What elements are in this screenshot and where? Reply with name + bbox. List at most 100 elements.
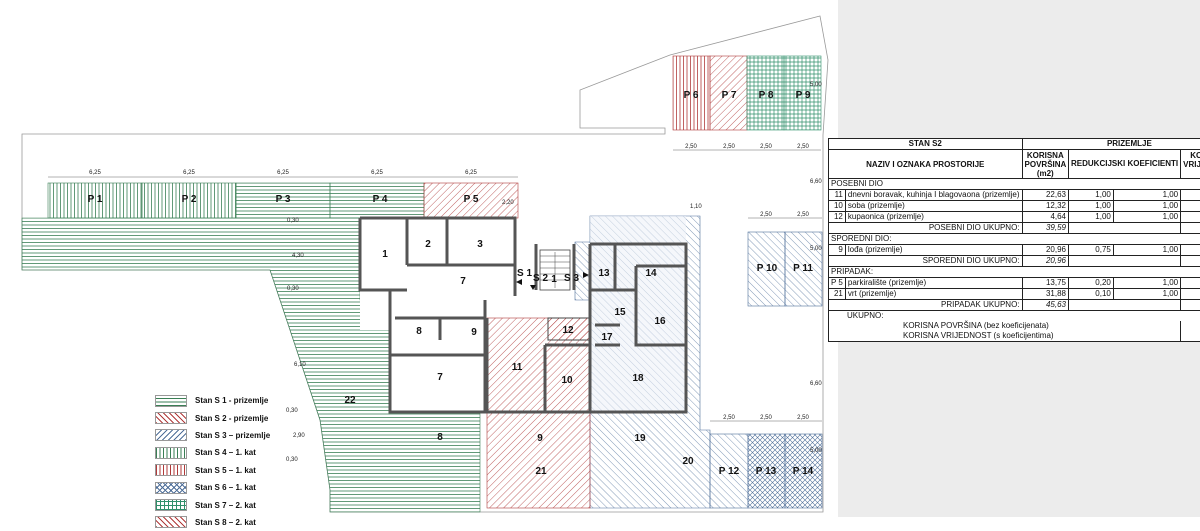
- dim-label: 5,00: [810, 82, 822, 88]
- table-cell: 11: [829, 190, 846, 201]
- section-total-label: POSEBNI DIO UKUPNO:: [829, 223, 1023, 234]
- legend-item: Stan S 7 – 2. kat: [155, 496, 305, 513]
- col-area-header: KORISNA POVRŠINA (m2): [1022, 150, 1068, 179]
- table-cell: 1,00: [1113, 212, 1180, 223]
- dim-label: 6,25: [465, 170, 477, 176]
- section-total-value: 39,59: [1181, 223, 1200, 234]
- section-title: PRIPADAK:: [829, 267, 1200, 278]
- table-cell: vrt (prizemlje): [845, 289, 1022, 300]
- total-area-label: KORISNA POVRŠINA (bez koeficijenata): [829, 321, 1181, 331]
- room-label: 9: [537, 433, 543, 444]
- table-cell: 31,88: [1022, 289, 1068, 300]
- legend-swatch: [155, 516, 187, 528]
- table-cell: [1069, 223, 1181, 234]
- table-cell: 9: [829, 245, 846, 256]
- dim-label: 2,20: [502, 200, 514, 206]
- table-cell: 0,20: [1069, 278, 1114, 289]
- legend-swatch: [155, 412, 187, 424]
- floor-plan: 6,25 6,25 6,25 6,25 6,25 2,50 2,50 2,50 …: [0, 0, 840, 517]
- room-label: 15: [614, 307, 626, 318]
- legend-item: Stan S 4 – 1. kat: [155, 444, 305, 461]
- table-cell: 22,63: [1022, 190, 1068, 201]
- legend-swatch: [155, 429, 187, 441]
- table-cell: 22,63: [1181, 190, 1200, 201]
- legend-label: Stan S 3 – prizemlje: [195, 431, 270, 440]
- total-row: UKUPNO:: [829, 311, 1200, 322]
- dim-label: 2,50: [797, 415, 809, 421]
- parking-label: P 11: [793, 263, 813, 274]
- table-cell: 10: [829, 201, 846, 212]
- table-cell: 12,32: [1181, 201, 1200, 212]
- legend-label: Stan S 4 – 1. kat: [195, 448, 256, 457]
- table-cell: 1,00: [1069, 190, 1114, 201]
- dim-label: 5,00: [810, 448, 822, 454]
- dim-label: 4,30: [292, 253, 304, 259]
- legend-item: Stan S 2 - prizemlje: [155, 409, 305, 426]
- table-cell: 21: [829, 289, 846, 300]
- col-value-header: KORISNA VRIJEDNOST (m2): [1181, 150, 1200, 179]
- dim-label: 0,30: [287, 218, 299, 224]
- room-label: 3: [477, 239, 483, 250]
- room-label: 17: [601, 332, 613, 343]
- room-label: 1: [382, 249, 388, 260]
- dim-label: 2,50: [797, 212, 809, 218]
- section-total-area: 20,96: [1022, 256, 1068, 267]
- section-header-row: POSEBNI DIO: [829, 179, 1200, 190]
- parking-label: P 9: [796, 90, 811, 101]
- table-cell: 3,19: [1181, 289, 1200, 300]
- total-value-label: KORISNA VRIJEDNOST (s koeficijentima): [829, 331, 1181, 342]
- legend-swatch: [155, 447, 187, 459]
- total-row: KORISNA POVRŠINA (bez koeficijenata)106,…: [829, 321, 1200, 331]
- table-cell: 1,00: [1069, 212, 1114, 223]
- total-area: 106,18: [1181, 321, 1200, 331]
- parking-label: P 13: [756, 466, 777, 477]
- section-total-row: PRIPADAK UKUPNO:45,63 5,94: [829, 300, 1200, 311]
- room-label: 20: [682, 456, 694, 467]
- entrance-label: S 2: [533, 273, 548, 284]
- dim-label: 2,50: [760, 415, 772, 421]
- legend-label: Stan S 8 – 2. kat: [195, 518, 256, 527]
- table-cell: 1,00: [1113, 190, 1180, 201]
- dim-label: 6,25: [183, 170, 195, 176]
- total-value: 61,25: [1181, 331, 1200, 342]
- col-name-header: NAZIV I OZNAKA PROSTORIJE: [829, 150, 1023, 179]
- dim-label: 2,50: [723, 415, 735, 421]
- section-total-row: POSEBNI DIO UKUPNO:39,5939,59: [829, 223, 1200, 234]
- dim-label: 6,10: [294, 362, 306, 368]
- room-label: 7: [437, 372, 443, 383]
- dim-label: 2,50: [760, 212, 772, 218]
- parking-label: P 3: [276, 194, 291, 205]
- table-cell: 20,96: [1022, 245, 1068, 256]
- legend-swatch: [155, 395, 187, 407]
- parking-label: P 8: [759, 90, 774, 101]
- section-header-row: SPOREDNI DIO:: [829, 234, 1200, 245]
- dim-label: 6,25: [277, 170, 289, 176]
- room-label: 12: [562, 325, 574, 336]
- section-total-area: 45,63: [1022, 300, 1068, 311]
- table-cell: 12: [829, 212, 846, 223]
- dim-label: 2,50: [760, 144, 772, 150]
- legend-swatch: [155, 499, 187, 511]
- entrance-label: S 1: [517, 268, 532, 279]
- legend-item: Stan S 6 – 1. kat: [155, 479, 305, 496]
- section-header-row: PRIPADAK:: [829, 267, 1200, 278]
- entrance-label: S 3: [564, 273, 579, 284]
- room-label: 7: [460, 276, 466, 287]
- section-total-label: PRIPADAK UKUPNO:: [829, 300, 1023, 311]
- table-cell: 13,75: [1022, 278, 1068, 289]
- table-cell: P 5: [829, 278, 846, 289]
- table-cell: parkiralište (prizemlje): [845, 278, 1022, 289]
- parking-label: P 6: [684, 90, 699, 101]
- table-cell: 1,00: [1113, 201, 1180, 212]
- room-label: 14: [645, 268, 657, 279]
- total-title: UKUPNO:: [829, 311, 1200, 322]
- area-table: STAN S2 PRIZEMLJE NAZIV I OZNAKA PROSTOR…: [828, 138, 1200, 342]
- room-label: 2: [425, 239, 431, 250]
- legend-label: Stan S 2 - prizemlje: [195, 414, 268, 423]
- table-cell: 15,72: [1181, 245, 1200, 256]
- section-total-value: 5,94: [1181, 300, 1200, 311]
- room-label: 11: [512, 362, 523, 373]
